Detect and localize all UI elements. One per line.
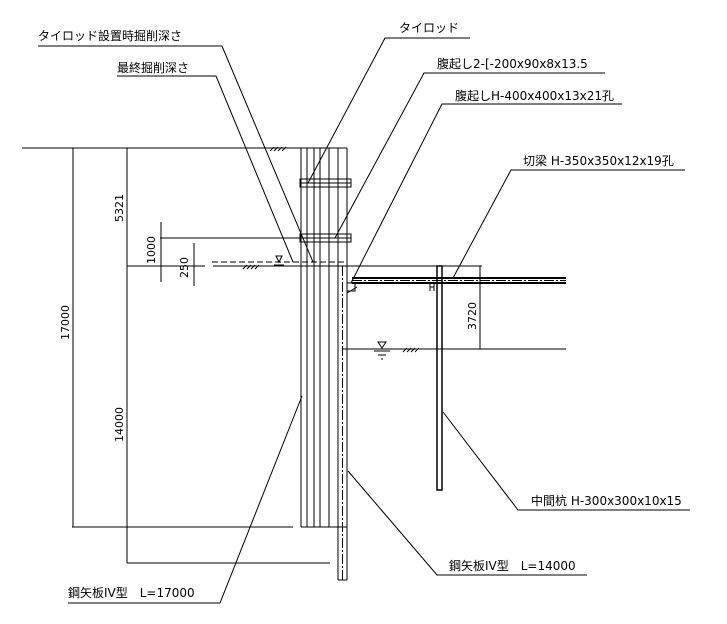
excavation-hatch: [242, 264, 260, 270]
dim-250: 250: [178, 257, 191, 278]
dim-17000: 17000: [59, 305, 72, 340]
tierod-wale-upper: [299, 178, 352, 188]
svg-text:中間杭 H-300x300x10x15: 中間杭 H-300x300x10x15: [531, 493, 682, 508]
callout-strut: 切梁 H-350x350x12x19孔: [452, 153, 685, 279]
svg-text:鋼矢板IV型 L=14000: 鋼矢板IV型 L=14000: [449, 559, 576, 573]
middle-pile: [429, 265, 443, 491]
dim-5321: 5321: [113, 194, 126, 222]
water-level-icon: [274, 255, 284, 266]
svg-text:最終掘削深さ: 最終掘削深さ: [117, 60, 189, 75]
callout-tierod: タイロッド: [307, 21, 470, 184]
svg-text:切梁 H-350x350x12x19孔: 切梁 H-350x350x12x19孔: [523, 153, 674, 168]
callout-wale-channel: 腹起し2-[-200x90x8x13.5: [334, 57, 605, 239]
tierod-wale-lower: [299, 233, 352, 243]
svg-text:タイロッド: タイロッド: [399, 21, 459, 35]
svg-text:タイロッド設置時掘削深さ: タイロッド設置時掘削深さ: [38, 28, 182, 43]
callout-tierod-excavation-depth: タイロッド設置時掘削深さ: [38, 28, 314, 263]
callout-wale-h: 腹起しH-400x400x13x21孔: [350, 89, 622, 284]
svg-text:鋼矢板IV型 L=17000: 鋼矢板IV型 L=17000: [68, 586, 195, 600]
lower-hatch: [402, 347, 420, 353]
callout-final-excavation-depth: 最終掘削深さ: [117, 60, 294, 263]
callout-middle-pile: 中間杭 H-300x300x10x15: [442, 411, 690, 511]
dim-1000: 1000: [145, 236, 158, 264]
ground-hatch: [269, 146, 287, 152]
dim-3720: 3720: [466, 302, 479, 330]
callout-sheet-pile-14000: 鋼矢板IV型 L=14000: [347, 470, 587, 576]
wale-bracket: [346, 282, 358, 294]
callout-sheet-pile-17000: 鋼矢板IV型 L=17000: [68, 395, 303, 604]
water-level-icon-lower: [374, 341, 390, 360]
sheet-pile-17000: [300, 148, 348, 528]
svg-text:腹起しH-400x400x13x21孔: 腹起しH-400x400x13x21孔: [455, 89, 614, 103]
sheet-pile-14000: [337, 266, 348, 581]
svg-text:腹起し2-[-200x90x8x13.5: 腹起し2-[-200x90x8x13.5: [437, 57, 588, 71]
dim-14000: 14000: [113, 407, 126, 442]
